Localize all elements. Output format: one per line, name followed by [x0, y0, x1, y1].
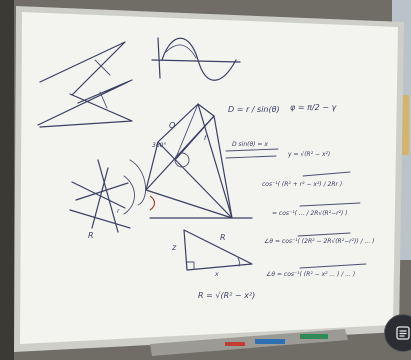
fraction-bar-4 [299, 263, 367, 269]
label-o: O [169, 121, 175, 130]
drawer-icon [396, 326, 410, 340]
underline-d-sin-2 [225, 155, 277, 159]
marker-tray [150, 329, 348, 356]
label-R-left: R [88, 231, 94, 240]
door-edge [0, 0, 14, 360]
marker-blue [255, 339, 285, 344]
eq-r-sqrt: R = √(R² − x²) [198, 291, 255, 300]
marker-red [225, 342, 245, 346]
eq-d-sin-label: D sin(θ) = x [232, 141, 268, 148]
fraction-bar-3 [297, 232, 351, 237]
drawer-button[interactable] [384, 314, 411, 352]
eq-cos-block-1: cos⁻¹( (R² + r² − x²) / 2Rr ) [262, 181, 342, 188]
sketch-pentagon-construction [145, 103, 253, 219]
sketch-triangles-top [37, 41, 133, 128]
whiteboard-surface [20, 12, 398, 344]
eq-y-sqrt: y = √(R² − x²) [287, 151, 330, 158]
label-R-triangle: R [220, 233, 226, 242]
eq-cos-block-2: = cos⁻¹( ... / 2R√(R²−r²) ) [272, 210, 348, 217]
label-z: z [171, 243, 177, 252]
sketch-right-triangle [183, 229, 253, 271]
label-r-left: r [117, 208, 120, 215]
eq-final: ∠θ = cos⁻¹( (R² − x² ... ) / ... ) [266, 271, 355, 278]
eq-phi: φ = π/2 − γ [290, 103, 337, 112]
fraction-bar-1 [302, 171, 351, 177]
label-angle-top: 360° [152, 142, 166, 149]
marker-green [300, 334, 328, 339]
eq-theta: ∠θ = cos⁻¹( (2R² − 2R√(R²−r²)) / ... ) [264, 238, 375, 245]
red-bracket [149, 195, 156, 211]
fraction-bar-2 [299, 202, 361, 207]
eq-d-ratio: D = r / sin(θ) [228, 105, 280, 114]
label-x-triangle: x [214, 271, 219, 278]
label-r-center: r [204, 133, 208, 142]
sketch-crossing-lines [69, 159, 146, 233]
underline-d-sin [225, 148, 279, 152]
sketch-sine-wave [151, 37, 241, 81]
